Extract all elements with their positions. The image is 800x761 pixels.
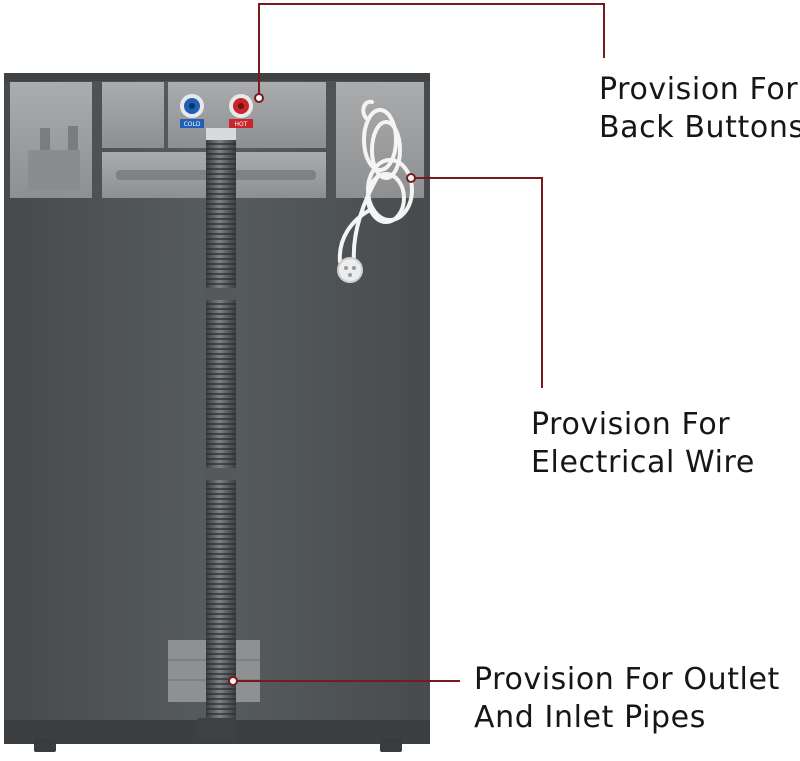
callout-back-buttons: Provision For Back Buttons — [599, 71, 800, 147]
hot-label: HOT — [235, 121, 248, 128]
power-cord — [337, 99, 414, 264]
callout-back-buttons-line-2: Back Buttons — [599, 110, 800, 145]
power-plug-icon — [337, 257, 363, 283]
callout-pipes-line-2: And Inlet Pipes — [474, 700, 706, 735]
leader-line-back-buttons — [258, 3, 605, 98]
callout-back-buttons-line-1: Provision For — [599, 72, 799, 107]
drain-hose — [198, 128, 238, 742]
callout-pipes-line-1: Provision For Outlet — [474, 662, 780, 697]
leader-dot-electrical-wire — [406, 173, 416, 183]
machine-feet — [34, 738, 402, 752]
leader-line-electrical-wire — [411, 177, 543, 388]
water-inlet-valves: COLD HOT — [180, 94, 253, 128]
callout-outlet-inlet-pipes: Provision For Outlet And Inlet Pipes — [474, 661, 780, 737]
callout-electrical-wire-line-1: Provision For — [531, 407, 731, 442]
callout-electrical-wire: Provision For Electrical Wire — [531, 406, 755, 482]
callout-electrical-wire-line-2: Electrical Wire — [531, 445, 755, 480]
leader-dot-back-buttons — [254, 93, 264, 103]
leader-dot-pipes — [228, 676, 238, 686]
cold-label: COLD — [184, 121, 201, 128]
